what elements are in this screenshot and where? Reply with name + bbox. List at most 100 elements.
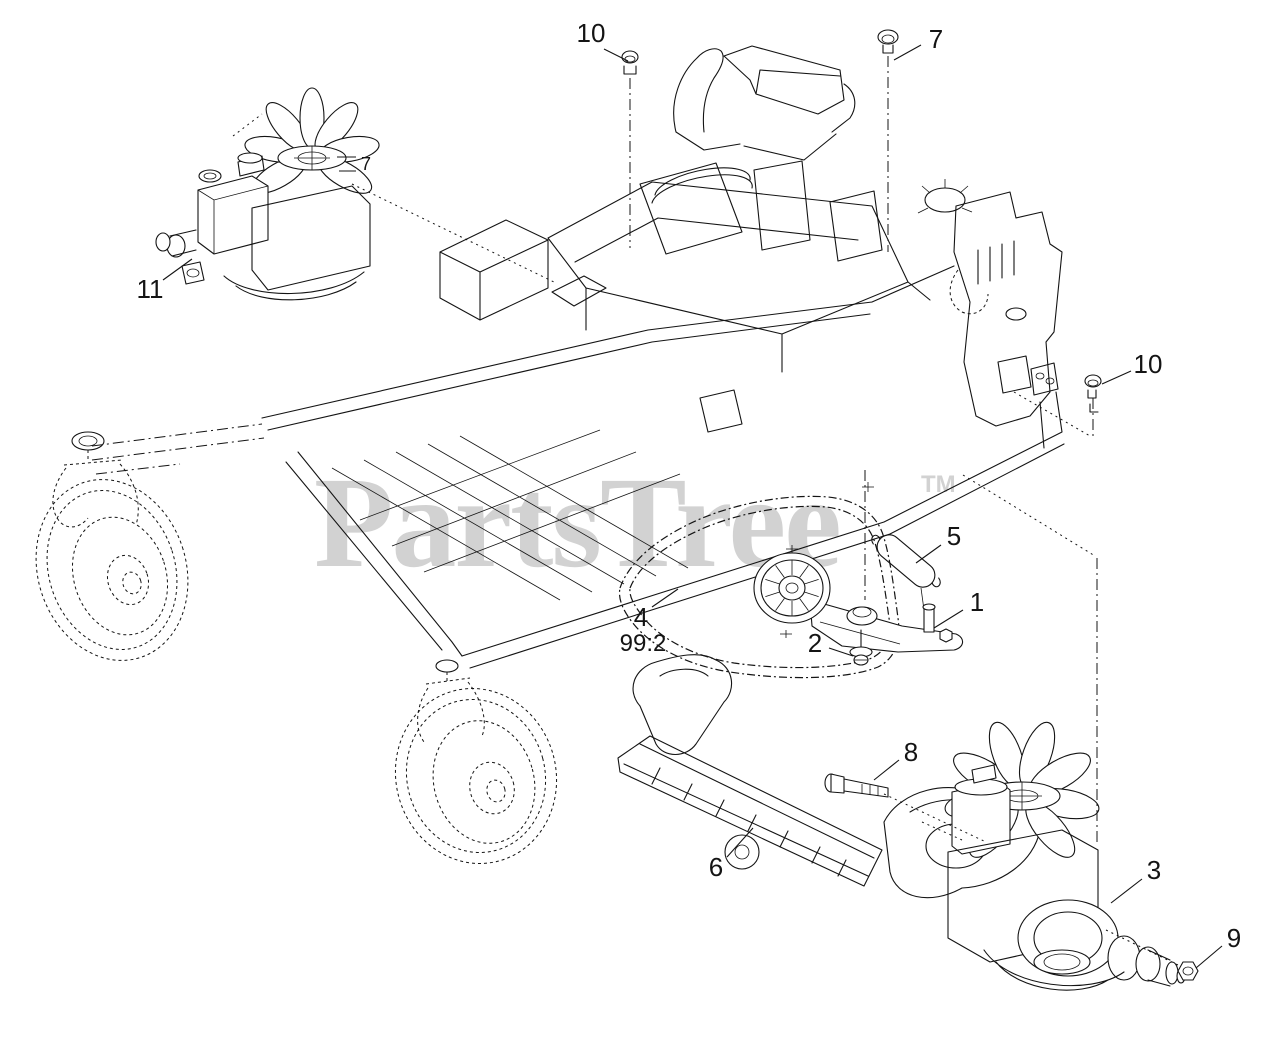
- callout-3-label: 3: [1147, 855, 1161, 885]
- channel-body: [617, 735, 883, 887]
- floor-pan-slats: [331, 429, 689, 601]
- axis-lines: [629, 56, 1098, 846]
- belt-outer: [618, 495, 900, 679]
- watermark: PartsTree TM: [314, 451, 956, 595]
- callout-9: 9: [1195, 923, 1241, 969]
- drive-belt: [618, 482, 900, 679]
- engine-hatch-left: [639, 162, 743, 255]
- callout-11-leader: [162, 258, 193, 281]
- left-pump-fittings: [155, 229, 205, 285]
- idler-arm-boss: [846, 606, 878, 626]
- idler-pulley: [753, 545, 831, 638]
- callout-7-top-leader: [893, 44, 922, 61]
- callout-5: 5: [915, 521, 961, 564]
- left-pump-plug: [198, 169, 222, 183]
- bolt-7-top: [877, 29, 899, 54]
- rear-panel-vent: [997, 355, 1032, 394]
- callout-ref-99-2-label: 99:2: [620, 630, 667, 657]
- belt-register-mark: [862, 482, 874, 492]
- engine-deck: [547, 167, 931, 373]
- callout-7-left-label: 7: [361, 154, 371, 174]
- left-pump-body: [197, 175, 269, 255]
- callout-7-top: 7: [893, 24, 943, 61]
- belt-inner: [629, 505, 891, 669]
- callout-1-label: 1: [970, 587, 984, 617]
- callout-9-leader: [1195, 945, 1223, 969]
- callout-2-label: 2: [808, 628, 822, 658]
- channel-roller: [724, 834, 760, 870]
- callout-7-left: 7: [337, 154, 371, 174]
- front-tower-bracket: [673, 45, 856, 161]
- callout-2: 2: [808, 628, 854, 658]
- watermark-tm-mark: TM: [921, 471, 956, 498]
- callout-7-top-label: 7: [929, 24, 943, 54]
- callout-10-top: 10: [577, 18, 629, 62]
- frame-line-art: [91, 45, 1065, 669]
- callout-8-leader: [873, 759, 900, 781]
- frame-rails: [261, 265, 1065, 669]
- frame-dotted-leader: [962, 474, 1096, 557]
- engine-hatch-right: [829, 190, 883, 262]
- rear-right-panel: [953, 191, 1063, 427]
- callout-4: 4: [634, 588, 679, 632]
- callout-10-right-label: 10: [1134, 349, 1163, 379]
- mid-caster-wheel: [394, 659, 558, 864]
- callout-3: 3: [1110, 855, 1161, 904]
- callout-5-leader: [915, 544, 942, 564]
- frame-bracket-hatch: [699, 389, 743, 433]
- right-pump-assembly: [921, 721, 1186, 991]
- idler-assembly: [753, 534, 964, 666]
- callout-10-top-label: 10: [577, 18, 606, 48]
- callout-6-label: 6: [709, 852, 723, 882]
- left-pump-base: [223, 271, 365, 301]
- left-pump-assembly: [155, 87, 555, 301]
- callouts: 10 7 7 11 10 5 1 2: [137, 18, 1241, 969]
- fasteners: [621, 29, 1199, 981]
- callout-10-right-leader: [1101, 370, 1132, 385]
- callout-10-top-leader: [603, 48, 629, 62]
- left-heatsink: [251, 185, 371, 291]
- rear-panel-foot: [1030, 362, 1059, 396]
- bolt-8-dotted-leader: [883, 793, 987, 843]
- idler-bolt: [849, 629, 873, 666]
- channel-left-ear: [632, 654, 733, 756]
- clutch-hub: [917, 179, 973, 214]
- callout-11: 11: [137, 258, 193, 304]
- watermark-text: PartsTree: [314, 451, 840, 595]
- panel-dotted-leader: [1013, 391, 1091, 437]
- tension-spring: [871, 534, 941, 588]
- callout-6-leader: [726, 827, 754, 858]
- right-transaxle: [1017, 899, 1186, 987]
- callout-11-label: 11: [137, 274, 164, 304]
- front-caster-wheel: [35, 431, 189, 661]
- idler-arm: [809, 599, 964, 653]
- right-pump-base: [983, 949, 1125, 991]
- callout-ref-99-2: 99:2: [620, 630, 667, 657]
- callout-1-leader: [933, 609, 964, 629]
- spring-anchor-stud: [922, 603, 953, 643]
- bolt-10-right: [1084, 374, 1102, 413]
- bolt-10-top: [621, 50, 639, 75]
- tank-support-box: [439, 219, 607, 321]
- callout-4-label: 4: [634, 602, 648, 632]
- callout-2-leader: [828, 647, 854, 657]
- rear-panel-ear: [949, 269, 989, 315]
- front-axle-beam: [91, 423, 265, 475]
- callout-8: 8: [873, 737, 918, 781]
- foot-hole-1: [1035, 372, 1045, 380]
- callout-8-label: 8: [904, 737, 918, 767]
- engine-hatch-center: [753, 160, 811, 251]
- callout-5-label: 5: [947, 521, 961, 551]
- left-pump-dotted-leader: [232, 113, 555, 283]
- nut-9: [1177, 961, 1199, 981]
- callout-4-leader: [651, 588, 679, 608]
- callout-10-right: 10: [1101, 349, 1163, 385]
- rear-panel-hole: [1005, 307, 1027, 321]
- bolt-8: [824, 773, 889, 798]
- callout-6: 6: [709, 827, 754, 882]
- callout-3-leader: [1110, 878, 1143, 904]
- foot-hole-2: [1045, 377, 1055, 385]
- callout-1: 1: [933, 587, 984, 629]
- callout-9-label: 9: [1227, 923, 1241, 953]
